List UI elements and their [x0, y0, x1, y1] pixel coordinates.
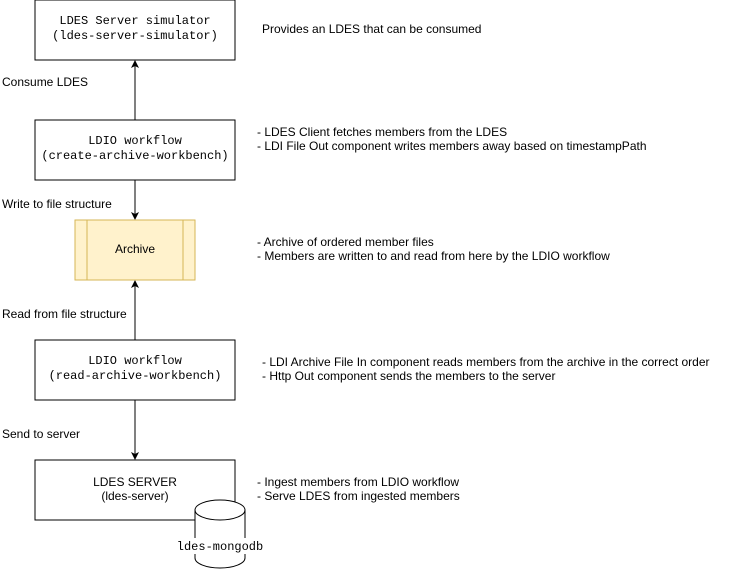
note-line: - Serve LDES from ingested members — [257, 489, 460, 503]
node-ldes-mongodb-label: ldes-mongodb — [177, 540, 263, 554]
note-archive: - Archive of ordered member files - Memb… — [257, 235, 610, 263]
note-create-archive-workbench: - LDES Client fetches members from the L… — [257, 125, 647, 153]
note-line: - Archive of ordered member files — [257, 235, 434, 249]
node-archive[interactable]: Archive — [74, 219, 196, 281]
node-archive-label: Archive — [115, 242, 155, 256]
node-create-archive-workbench-title: LDIO workflow — [88, 134, 182, 148]
edge-consume-ldes-label: Consume LDES — [2, 75, 88, 89]
note-line: Provides an LDES that can be consumed — [262, 22, 481, 36]
node-create-archive-workbench[interactable]: LDIO workflow (create-archive-workbench) — [34, 119, 236, 181]
edge-read-file-structure-label: Read from file structure — [2, 307, 127, 321]
node-ldes-server[interactable]: LDES SERVER (ldes-server) — [34, 459, 236, 521]
edge-write-file-structure-label: Write to file structure — [2, 197, 112, 211]
node-ldes-server-subtitle: (ldes-server) — [101, 489, 168, 503]
note-line: - LDES Client fetches members from the L… — [257, 125, 507, 139]
node-ldes-server-simulator-subtitle: (ldes-server-simulator) — [52, 29, 218, 43]
note-line: - LDI File Out component writes members … — [257, 139, 647, 153]
note-ldes-server-simulator: Provides an LDES that can be consumed — [262, 22, 481, 36]
node-create-archive-workbench-subtitle: (create-archive-workbench) — [41, 149, 228, 163]
note-line: - Members are written to and read from h… — [257, 249, 610, 263]
note-ldes-server: - Ingest members from LDIO workflow - Se… — [257, 475, 460, 503]
node-read-archive-workbench-title: LDIO workflow — [88, 354, 182, 368]
node-read-archive-workbench[interactable]: LDIO workflow (read-archive-workbench) — [34, 339, 236, 401]
note-line: - Ingest members from LDIO workflow — [257, 475, 459, 489]
note-read-archive-workbench: - LDI Archive File In component reads me… — [262, 355, 710, 383]
note-line: - Http Out component sends the members t… — [262, 369, 555, 383]
node-ldes-server-simulator[interactable]: LDES Server simulator (ldes-server-simul… — [34, 0, 236, 61]
note-line: - LDI Archive File In component reads me… — [262, 355, 710, 369]
node-ldes-server-title: LDES SERVER — [93, 475, 177, 489]
node-ldes-server-simulator-title: LDES Server simulator — [59, 14, 210, 28]
edge-send-to-server-label: Send to server — [2, 427, 80, 441]
node-ldes-mongodb[interactable]: ldes-mongodb — [170, 499, 270, 569]
node-read-archive-workbench-subtitle: (read-archive-workbench) — [49, 369, 222, 383]
